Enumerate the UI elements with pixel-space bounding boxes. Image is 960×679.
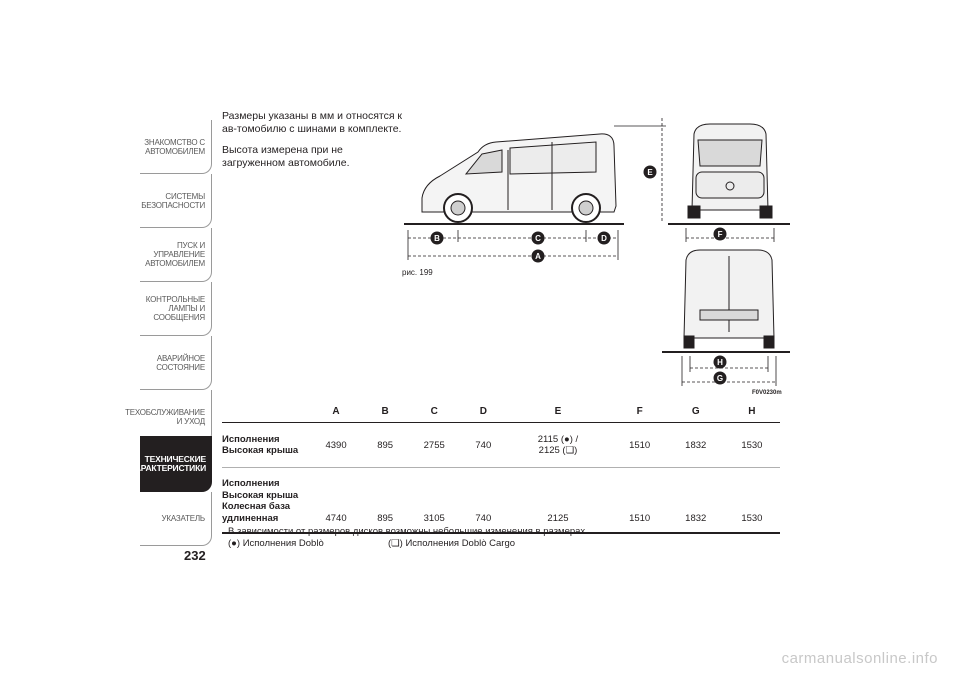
svg-text:B: B	[434, 234, 440, 243]
svg-text:G: G	[717, 374, 723, 383]
side-view-van-icon	[421, 133, 617, 223]
table-cell: 2755	[406, 422, 463, 468]
front-view-van-icon	[687, 123, 773, 219]
col-header-f: F	[636, 405, 643, 417]
badge-c: C	[531, 231, 545, 245]
table-notes: В зависимости от размеров дисков возможн…	[228, 526, 788, 549]
table-header-row: A B C D E F G H	[222, 400, 780, 423]
row-label: Исполнения Высокая крыша Колесная база у…	[222, 467, 308, 534]
table-cell: 1832	[667, 422, 724, 468]
table-cell: 1832	[667, 467, 724, 534]
badge-g: G	[713, 371, 727, 385]
table-cell: 1510	[611, 467, 668, 534]
table-cell: 2125	[504, 467, 612, 534]
col-header-e: E	[554, 405, 562, 417]
badge-d: D	[597, 231, 611, 245]
table-cell: 740	[462, 467, 505, 534]
note-line: В зависимости от размеров дисков возможн…	[228, 526, 588, 537]
intro-paragraph-1: Размеры указаны в мм и относятся к ав-то…	[222, 110, 403, 135]
table-row: Исполнения Высокая крыша 4390 895 2755 7…	[222, 422, 780, 468]
dimensions-table: A B C D E F G H Исполнения Высокая крыша…	[222, 400, 780, 534]
svg-text:H: H	[717, 358, 723, 367]
svg-text:E: E	[647, 168, 653, 177]
tab-technical-specs[interactable]: ТЕХНИЧЕСКИЕ ХАРАКТЕРИСТИКИ	[129, 436, 212, 492]
watermark: carmanualsonline.info	[781, 650, 938, 667]
table-cell: 3105	[406, 467, 463, 534]
badge-e: E	[643, 165, 657, 179]
tab-starting-driving[interactable]: ПУСК И УПРАВЛЕНИЕ АВТОМОБИЛЕМ	[140, 228, 212, 282]
rear-view-van-icon	[683, 249, 775, 349]
tab-introduction[interactable]: ЗНАКОМСТВО С АВТОМОБИЛЕМ	[140, 120, 212, 174]
intro-paragraph-2: Высота измерена при не загруженном автом…	[222, 144, 350, 169]
legend-doblo: (●) Исполнения Doblò	[228, 537, 324, 549]
legend-doblo-cargo: (❏) Исполнения Doblò Cargo	[388, 537, 516, 549]
tab-index[interactable]: УКАЗАТЕЛЬ	[140, 492, 212, 546]
col-header-g: G	[691, 405, 700, 417]
intro-text: Размеры указаны в мм и относятся к ав-то…	[222, 110, 407, 178]
page-number: 232	[184, 548, 206, 563]
row-label: Исполнения Высокая крыша	[222, 422, 308, 468]
figure-code: F0V0230m	[752, 390, 782, 396]
badge-b: B	[430, 231, 444, 245]
col-header-d: D	[479, 405, 487, 417]
legend-line: (●) Исполнения Doblò (❏) Исполнения Dobl…	[228, 538, 788, 550]
svg-text:C: C	[535, 234, 541, 243]
table-cell: 4740	[308, 467, 365, 534]
table-cell: 740	[462, 422, 505, 468]
vehicle-dimensions-figure: B C D A E F H G	[404, 118, 790, 386]
table-cell: 2115 (●) / 2125 (❏)	[504, 422, 612, 468]
col-header-c: C	[430, 405, 438, 417]
table-cell: 1530	[723, 467, 780, 534]
svg-text:F: F	[718, 230, 723, 239]
badge-a: A	[531, 249, 545, 263]
table-cell: 4390	[308, 422, 365, 468]
col-header-a: A	[332, 405, 340, 417]
tab-emergency[interactable]: АВАРИЙНОЕ СОСТОЯНИЕ	[140, 336, 212, 390]
table-cell: 895	[364, 467, 407, 534]
svg-text:D: D	[601, 234, 607, 243]
table-cell: 895	[364, 422, 407, 468]
badge-f: F	[713, 227, 727, 241]
table-row: Исполнения Высокая крыша Колесная база у…	[222, 467, 780, 534]
col-header-b: B	[381, 405, 389, 417]
svg-text:A: A	[535, 252, 541, 261]
figure-caption: рис. 199	[402, 268, 433, 277]
col-header-h: H	[748, 405, 756, 417]
table-cell: 1530	[723, 422, 780, 468]
tab-safety[interactable]: СИСТЕМЫ БЕЗОПАСНОСТИ	[140, 174, 212, 228]
tab-warning-lights[interactable]: КОНТРОЛЬНЫЕ ЛАМПЫ И СООБЩЕНИЯ	[140, 282, 212, 336]
badge-h: H	[713, 355, 727, 369]
table-cell: 1510	[611, 422, 668, 468]
